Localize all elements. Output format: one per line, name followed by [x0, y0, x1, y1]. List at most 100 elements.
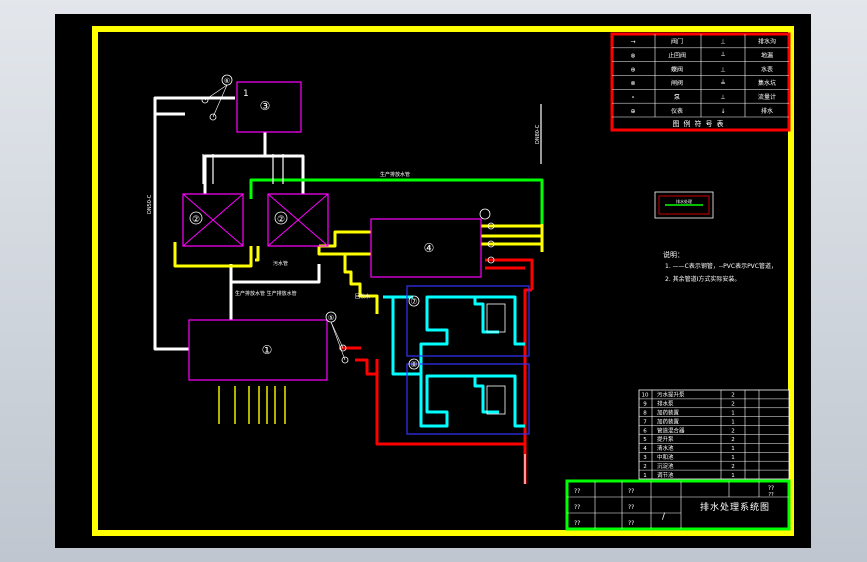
- tag-stems-white: [202, 104, 542, 484]
- equipment-label: ⑤: [328, 314, 334, 322]
- legend-cell: 排水: [761, 107, 773, 115]
- pipe-cyan: [383, 295, 525, 428]
- legend-frame: [610, 32, 791, 132]
- parts-cell: 2: [731, 402, 735, 408]
- legend-cell: ⊕: [630, 108, 635, 115]
- pipe-label-yellow-left: 回收水: [355, 293, 370, 300]
- module-upper: [406, 285, 530, 357]
- note-2: 2. 其余管道I方式实际安装。: [665, 275, 740, 283]
- parts-cell: 1: [731, 446, 735, 452]
- legend-cell: ⊗: [630, 80, 635, 87]
- tag-1: 1: [243, 89, 249, 99]
- notes-heading: 说明：: [663, 250, 684, 259]
- small-legend-box: 排水处理: [654, 191, 714, 219]
- equipment-label: ③: [260, 99, 271, 113]
- tank-3: [236, 81, 302, 133]
- drawing-canvas: →阀门⊥排水沟⊗止回阀┴地漏⊕蝶阀⊥水表⊗闸阀╧集水坑∘泵⊥流量计⊕仪表↓排水 …: [55, 14, 811, 548]
- legend-cell: 泵: [674, 94, 680, 101]
- clarifier-2a: [182, 193, 244, 247]
- legend-cell: 仪表: [671, 107, 683, 115]
- legend-cell: 流量计: [758, 93, 776, 101]
- parts-cell: 9: [643, 402, 647, 408]
- equipment-label: ②: [192, 215, 200, 225]
- pipe-label-rotated-left: DN50-C: [147, 194, 153, 214]
- parts-cell: 2: [731, 464, 735, 470]
- parts-cell: 1: [731, 455, 735, 461]
- parts-cell: 2: [731, 393, 735, 399]
- legend-cell: 地漏: [761, 52, 773, 60]
- pipe-label-green: 生产排放水管: [380, 171, 410, 178]
- parts-cell: 6: [643, 428, 647, 434]
- legend-cell: ⊕: [630, 66, 635, 73]
- parts-cell: 调节池: [657, 471, 674, 479]
- equipment-label: ②: [277, 215, 285, 225]
- equipment-label: ⑧: [410, 360, 417, 369]
- legend-title: 图例符号表: [673, 119, 728, 128]
- equipment-label: ⑥: [224, 77, 230, 85]
- legend-cell: ⊗: [630, 53, 635, 60]
- legend-cell: 排水沟: [758, 38, 776, 46]
- legend-cell: 阀门: [671, 38, 683, 46]
- parts-cell: 2: [731, 428, 735, 434]
- title-block-frame: [565, 479, 791, 531]
- parts-cell: 5: [643, 437, 647, 443]
- notes: 说明： 1. ——C表示钢管，--PVC表示PVC管道， 2. 其余管道I方式实…: [663, 250, 777, 283]
- drawing-border: [92, 26, 794, 536]
- legend-cell: 水表: [761, 65, 773, 73]
- pipe-label-rotated-right: DN80-C: [535, 124, 541, 144]
- parts-cell: 1: [731, 473, 735, 479]
- title-cell: ??: [628, 488, 634, 495]
- title-slash: /: [662, 512, 666, 522]
- parts-cell: 2: [731, 437, 735, 443]
- parts-cell: 提升泵: [657, 435, 674, 443]
- legend-cell: ∘: [631, 94, 635, 101]
- pipe-white: [153, 96, 321, 351]
- small-box-label: 排水处理: [676, 198, 692, 204]
- parts-cell: 1: [643, 473, 647, 479]
- legend-cell: 止回阀: [668, 52, 686, 60]
- parts-cell: 沉淀池: [657, 462, 674, 470]
- legend-cell: ↓: [720, 108, 725, 115]
- parts-cell: 中和池: [657, 453, 674, 461]
- parts-cell: 污水提升泵: [657, 391, 685, 399]
- parts-cell: 3: [643, 455, 647, 461]
- pipe-labels: 生产排放水管 污水管 生产排放水管 生产排放水管 回收水 DN50-C DN80…: [147, 124, 541, 300]
- title-cell: ??: [574, 520, 580, 527]
- parts-cell: 2: [643, 464, 647, 470]
- parts-cell: 1: [731, 419, 735, 425]
- title-cell: ??: [574, 488, 580, 495]
- pipe-yellow: [173, 224, 544, 314]
- legend-cell: ┴: [720, 52, 725, 60]
- note-1: 1. ——C表示钢管，--PVC表示PVC管道，: [665, 262, 777, 270]
- parts-cell: 清水池: [657, 444, 674, 452]
- tag-stems: [218, 386, 286, 424]
- tank-4: [370, 218, 482, 278]
- pipe-green: [249, 178, 544, 224]
- legend-cell: ⊥: [720, 66, 725, 73]
- parts-cell: 7: [643, 419, 647, 425]
- drawing-title: 排水处理系统图: [700, 501, 770, 513]
- legend-cell: 集水坑: [758, 79, 776, 87]
- parts-cell: 1: [731, 410, 735, 416]
- drawing-svg: →阀门⊥排水沟⊗止回阀┴地漏⊕蝶阀⊥水表⊗闸阀╧集水坑∘泵⊥流量计⊕仪表↓排水 …: [92, 26, 794, 536]
- equipment-label: ①: [262, 343, 273, 357]
- parts-cell: 加药装置: [657, 408, 680, 416]
- parts-cell: 管道混合器: [657, 426, 685, 434]
- legend-cell: ⊥: [720, 39, 725, 46]
- tank-1: [188, 319, 328, 381]
- equipment-label: ④: [424, 241, 435, 255]
- legend-cell: →: [630, 39, 635, 46]
- equipment: ③ 1 ② ② ④ ① ⑦ ⑧ ⑥ ⑤: [182, 74, 530, 435]
- parts-cell: 8: [643, 410, 647, 416]
- scale-mark-b: ??: [768, 492, 774, 498]
- scale-mark-a: ??: [768, 485, 774, 492]
- pipe-label-white: 生产排放水管 生产排放水管: [235, 290, 297, 297]
- parts-cell: 加药装置: [657, 417, 680, 425]
- parts-cell: 4: [643, 446, 647, 452]
- legend-cell: ⊥: [720, 94, 725, 101]
- pipe-label-yellow: 污水管: [273, 260, 288, 267]
- equipment-label: ⑦: [410, 297, 417, 306]
- clarifier-2b: [267, 193, 329, 247]
- title-cell: ??: [628, 504, 634, 511]
